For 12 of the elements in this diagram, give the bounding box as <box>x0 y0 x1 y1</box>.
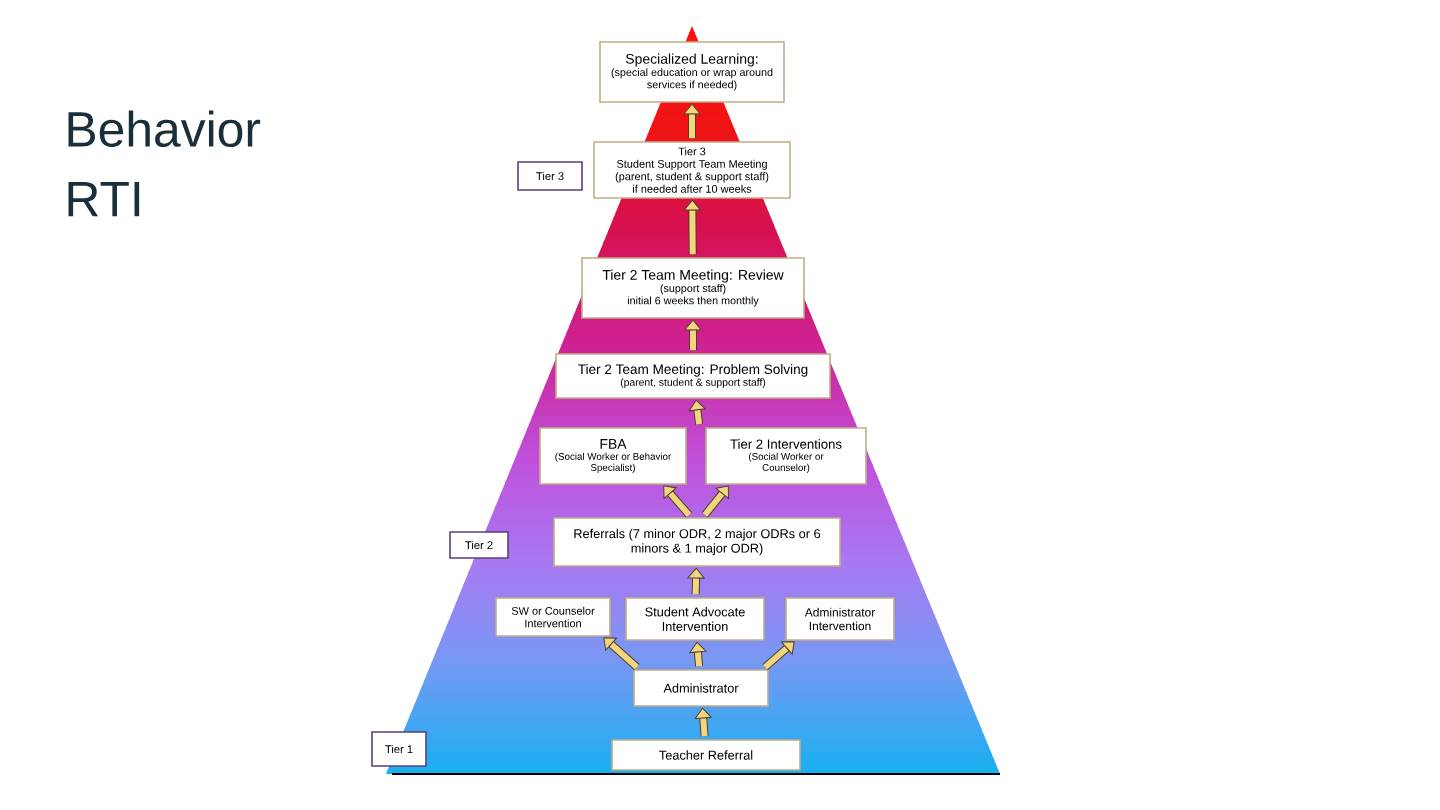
arrow <box>762 641 795 671</box>
arrow <box>683 199 701 255</box>
arrow <box>603 637 640 671</box>
arrow <box>684 319 702 351</box>
title: Behavior RTI <box>68 110 261 217</box>
arrow <box>689 641 707 667</box>
arrow <box>701 485 729 518</box>
arrow <box>694 707 712 737</box>
arrow <box>688 399 706 425</box>
arrow <box>663 485 693 518</box>
arrow <box>683 103 701 139</box>
arrow <box>687 567 705 595</box>
